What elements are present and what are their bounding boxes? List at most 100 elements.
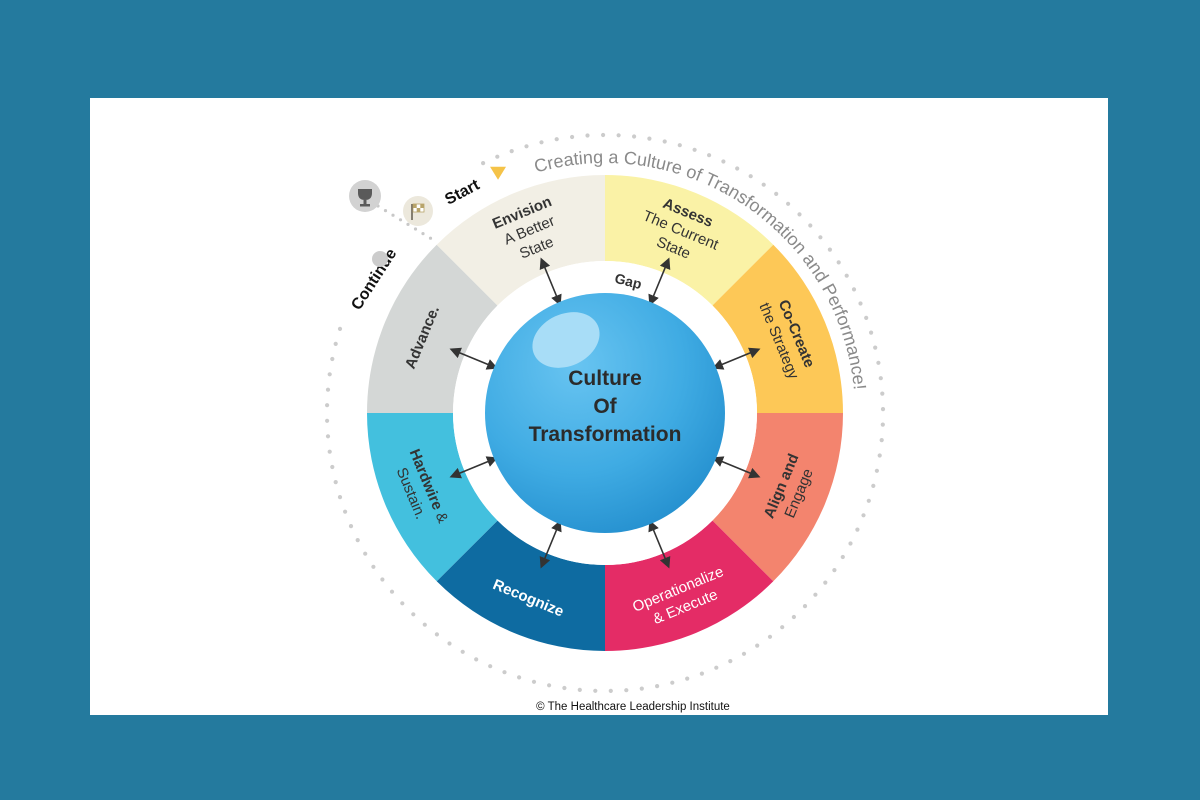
ring-dot [866,498,871,503]
ring-dot [692,147,697,152]
ring-dot [585,133,590,138]
ring-dot [624,688,629,693]
segment-envision [436,175,605,306]
ring-dot [735,166,740,171]
ring-dot [871,483,876,488]
ring-dot [827,247,833,252]
ring-dot [495,154,500,159]
ring-dot [741,651,747,656]
ring-dot [832,568,837,573]
ring-dot [330,356,335,362]
connector-arrow [648,257,671,307]
ring-dot [531,679,537,684]
ring-dot [774,191,779,196]
icon-connector-dot [413,227,418,231]
ring-dot [325,418,330,423]
ring-dot [721,159,726,164]
icon-connector-dot [391,213,395,217]
ring-dot [474,657,479,662]
ring-dot [337,495,343,500]
ring-dot [570,134,575,140]
segment-align-engage [712,413,843,582]
ring-dot [325,403,330,408]
ring-dot [422,622,427,627]
ring-dot [562,685,567,691]
dotted-outer-ring [325,132,886,694]
ring-dot [577,687,582,693]
segment-operationalize [605,520,774,651]
ring-dot [400,601,405,606]
segment-recognize [436,520,605,651]
ring-dot [876,360,881,365]
ring-dot [547,683,552,688]
ring-dot [823,580,828,585]
ring-dot [447,641,452,646]
gap-label: Gap [613,270,643,292]
connector-arrow [711,347,761,370]
ring-dot [655,684,660,689]
ring-dot [333,480,338,485]
connector-arrow [648,519,671,569]
connector-arrow [539,519,562,569]
segment-advance [367,244,498,413]
ring-dot [840,554,845,560]
ring-dot [880,391,885,396]
start-marker-icon [490,166,507,180]
ring-dot [343,509,348,514]
ring-dot [685,676,690,681]
ring-dot [524,144,529,149]
ring-dot [877,453,882,458]
ring-dot [864,315,869,320]
ring-dot [327,449,332,454]
ring-dot [780,625,785,630]
ring-dot [389,589,395,594]
ring-dot [808,223,813,228]
ring-dot [767,634,773,639]
center-title-line: Transformation [529,423,682,446]
ring-dot [802,604,808,609]
ring-dot [325,387,331,392]
ring-dot [873,345,878,350]
continue-dot [372,251,388,267]
ring-dot [728,659,733,664]
icon-connector-dot [383,209,388,213]
ring-dot [851,287,857,292]
ring-dot [539,140,544,145]
ring-dot [509,149,514,154]
ring-dot [855,527,860,532]
copyright-notice: © The Healthcare Leadership Institute [536,701,730,713]
hardwire-title-suffix: & [430,506,451,526]
ring-dot [670,680,675,685]
ring-dot [333,341,338,346]
checkered-flag-icon [403,196,433,226]
sphere-highlight [532,312,600,368]
ring-dot [632,134,637,139]
ring-dot [616,133,621,138]
segment-assess [605,175,774,306]
ring-dot [337,326,343,331]
ring-dot [371,564,376,569]
ring-dot [411,612,416,617]
connector-arrow [449,347,499,370]
ring-dot [460,649,465,654]
ring-dot [517,675,522,680]
ring-dot [608,688,613,694]
ring-dot [714,665,719,670]
icon-connector-dot [398,218,403,222]
ring-dot [755,643,760,648]
ring-dot [355,538,360,543]
ring-dot [786,201,791,206]
ring-dot [848,541,853,546]
ring-dot [707,153,712,158]
ring-dot [677,143,682,148]
ring-dot [554,137,559,142]
segment-co-create [712,244,843,413]
ring-dot [325,434,331,439]
ring-dot [878,376,883,381]
ring-dot [363,551,368,556]
ring-dot [880,422,885,427]
ring-dot [748,174,753,179]
ring-dot [593,688,598,693]
